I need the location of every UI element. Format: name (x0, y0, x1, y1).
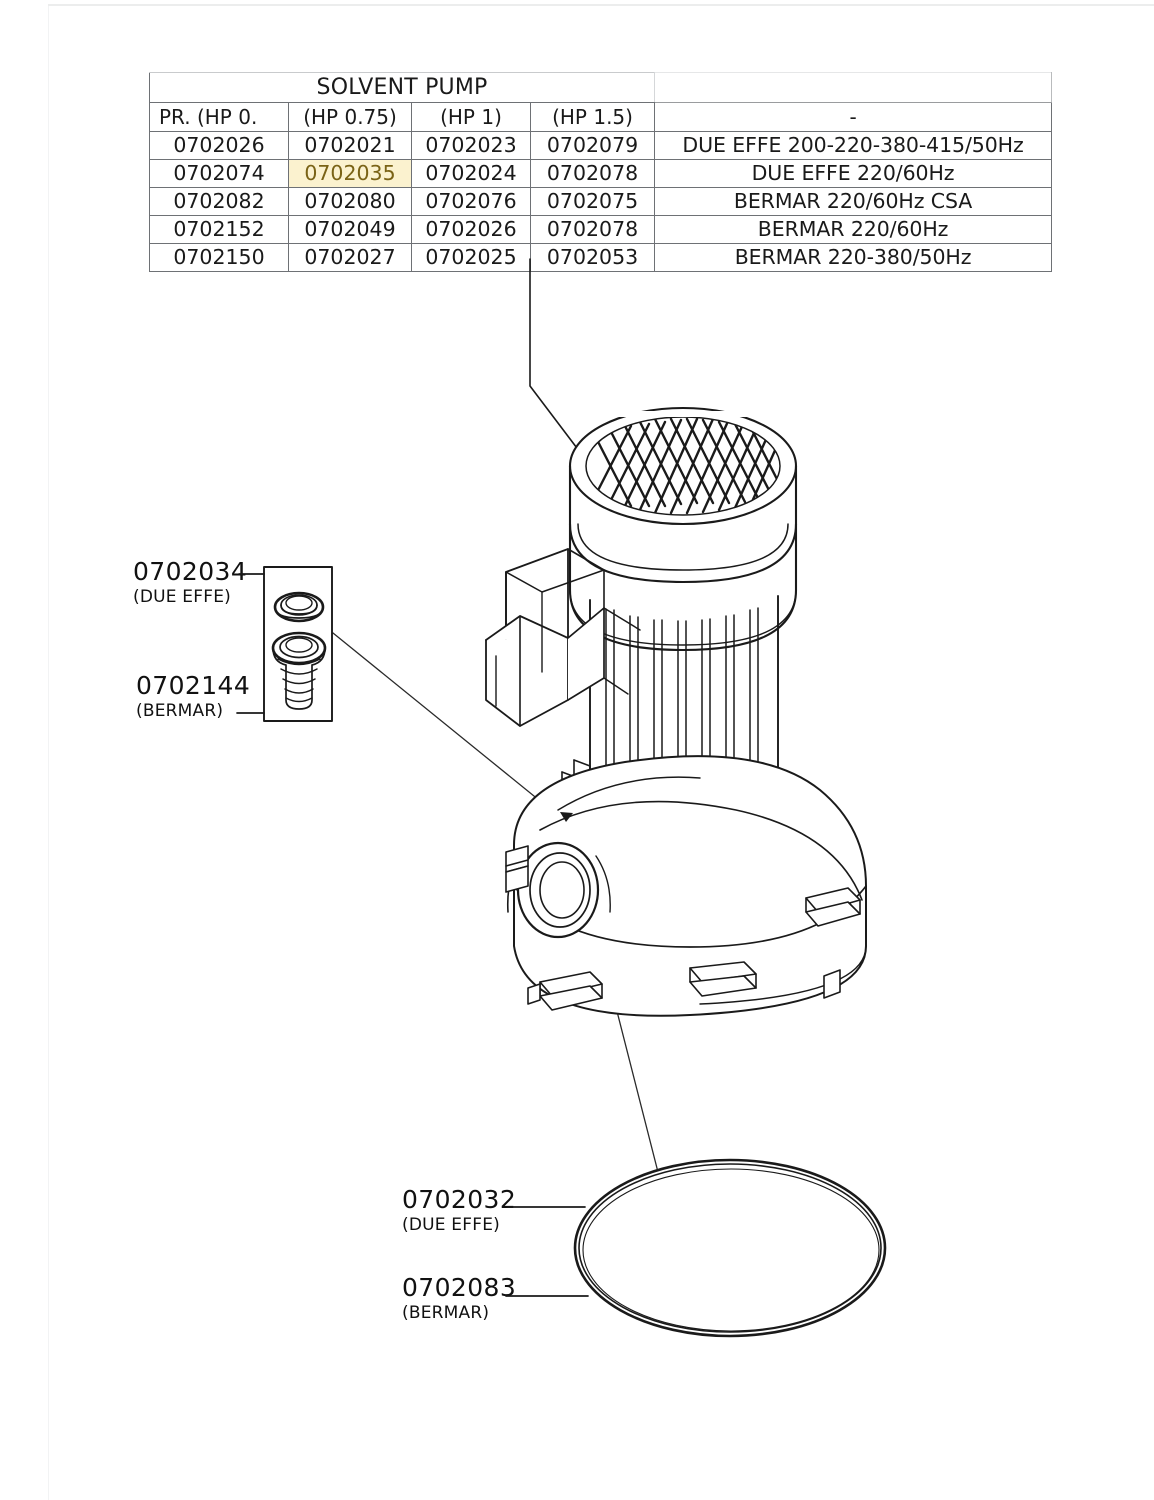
motor-shaft-boss (650, 811, 715, 855)
cooling-fin-step-edge (561, 759, 591, 807)
part-code-cell: 0702049 (288, 215, 412, 244)
grille-boundary (578, 411, 792, 417)
callout-part-number: 0702034 (133, 557, 248, 586)
row-description-cell: BERMAR 220/60Hz (654, 215, 1053, 244)
clamp-lugs (505, 845, 861, 1011)
table-row: 0702150 0702027 0702025 0702053 BERMAR 2… (149, 243, 1053, 272)
part-code-cell: 0702150 (149, 243, 289, 272)
mechanical-seal-bellows (271, 631, 327, 710)
column-header-hp-075: (HP 0.75) (288, 102, 412, 132)
part-code-cell: 0702026 (411, 215, 531, 244)
column-header-hp-15: (HP 1.5) (529, 102, 656, 132)
column-header-description: - (654, 102, 1053, 132)
part-code-cell: 0702024 (411, 159, 531, 188)
mechanical-seal-ring (273, 591, 325, 623)
callout-brand: (DUE EFFE) (402, 1215, 500, 1235)
callout-label-0702032: 0702032 (DUE EFFE) (402, 1186, 516, 1236)
part-code-cell: 0702152 (149, 215, 289, 244)
leader-line-table-to-motor (529, 258, 590, 465)
callout-brand: (DUE EFFE) (133, 587, 231, 607)
table-title-row: SOLVENT PUMP (148, 72, 1053, 103)
page-edge-top (48, 4, 1154, 6)
part-code-cell-highlighted: 0702035 (288, 159, 412, 188)
part-code-cell: 0702023 (411, 131, 531, 160)
callout-part-number: 0702144 (136, 671, 251, 700)
table-title: SOLVENT PUMP (148, 72, 656, 103)
part-code-cell: 0702021 (288, 131, 412, 160)
callout-part-number: 0702032 (402, 1185, 517, 1214)
callout-brand: (BERMAR) (136, 701, 224, 721)
motor-fan-cover-grille (589, 417, 780, 515)
table-row: 0702026 0702021 0702023 0702079 DUE EFFE… (149, 131, 1053, 160)
part-code-cell: 0702026 (149, 131, 289, 160)
part-code-cell: 0702027 (288, 243, 412, 272)
cooling-fins (605, 607, 759, 831)
mechanical-seal-detail-box (263, 566, 333, 722)
part-code-cell: 0702080 (288, 187, 412, 216)
leader-line-pump-to-oring (604, 978, 661, 1181)
callout-label-0702083: 0702083 (BERMAR) (402, 1274, 516, 1324)
part-code-cell: 0702076 (411, 187, 531, 216)
table-header-row: PR. (HP 0. (HP 0.75) (HP 1) (HP 1.5) - (149, 102, 1053, 132)
seal-insertion-arrow (560, 812, 573, 822)
suction-flange-port (506, 841, 611, 939)
pump-volute-body (513, 755, 867, 1017)
part-code-cell: 0702082 (149, 187, 289, 216)
part-code-cell: 0702053 (529, 243, 656, 272)
row-description-cell: DUE EFFE 220/60Hz (654, 159, 1053, 188)
callout-label-0702144: 0702144 (BERMAR) (136, 672, 250, 722)
part-code-cell: 0702079 (529, 131, 656, 160)
row-description-cell: BERMAR 220/60Hz CSA (654, 187, 1053, 216)
solvent-pump-parts-table: SOLVENT PUMP PR. (HP 0. (HP 0.75) (HP 1)… (148, 72, 1053, 272)
row-description-cell: BERMAR 220-380/50Hz (654, 243, 1053, 272)
motor-housing (568, 522, 798, 652)
terminal-box (485, 548, 641, 727)
part-code-cell: 0702075 (529, 187, 656, 216)
page-edge-left (48, 4, 49, 1500)
part-code-cell: 0702078 (529, 215, 656, 244)
table-row: 0702152 0702049 0702026 0702078 BERMAR 2… (149, 215, 1053, 244)
leader-line-seal-to-pump (332, 632, 567, 823)
table-row: 0702074 0702035 0702024 0702078 DUE EFFE… (149, 159, 1053, 188)
part-code-cell: 0702078 (529, 159, 656, 188)
table-title-spare (654, 72, 1053, 103)
o-ring-gasket (573, 1158, 887, 1338)
part-code-cell: 0702025 (411, 243, 531, 272)
callout-brand: (BERMAR) (402, 1303, 490, 1323)
cooling-fins-envelope (589, 595, 779, 839)
motor-fan-cover-skirt (568, 464, 798, 584)
column-header-hp-1: (HP 1) (411, 102, 531, 132)
table-row: 0702082 0702080 0702076 0702075 BERMAR 2… (149, 187, 1053, 216)
callout-part-number: 0702083 (402, 1273, 517, 1302)
motor-fan-cover (568, 406, 798, 526)
row-description-cell: DUE EFFE 200-220-380-415/50Hz (654, 131, 1053, 160)
column-header-hp-0: PR. (HP 0. (149, 102, 289, 132)
callout-label-0702034: 0702034 (DUE EFFE) (133, 558, 247, 608)
part-code-cell: 0702074 (149, 159, 289, 188)
